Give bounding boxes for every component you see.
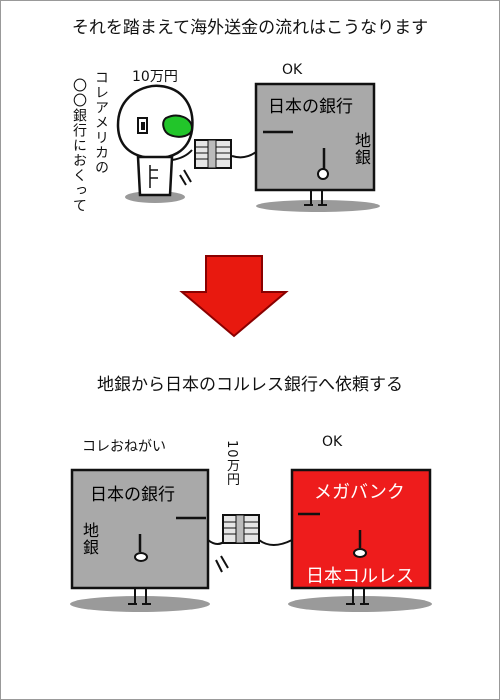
ok-note-2: OK [322, 434, 343, 450]
ok-note: OK [282, 62, 303, 78]
robot-character [116, 84, 194, 203]
local-bank-label-2: 地銀 [80, 522, 99, 556]
local-bank-label: 地銀 [352, 132, 371, 166]
money-stack-icon-2 [222, 514, 293, 546]
request-note: コレおねがい [82, 439, 166, 455]
down-arrow-icon [179, 255, 289, 338]
correspondent-label: 日本コルレス [306, 566, 414, 587]
japanese-bank-box-2 [70, 468, 229, 605]
megabank-label: メガバンク [314, 482, 405, 503]
panel2-caption: 地銀から日本のコルレス銀行へ依頼する [97, 375, 403, 395]
bank-label-2: 日本の銀行 [90, 485, 175, 505]
panel1-caption: それを踏まえて海外送金の流れはこうなります [71, 18, 429, 38]
amount-note: 10万円 [132, 69, 178, 85]
vertical-note-line1: コレアメリカの [93, 70, 109, 175]
megabank-box [290, 468, 432, 605]
japanese-bank-box [231, 82, 376, 206]
box-shadow [70, 596, 210, 612]
amount-note-2: 10万円 [224, 440, 239, 487]
money-stack-icon [194, 139, 232, 169]
vertical-note-line2: 〇〇銀行におくって [71, 78, 87, 213]
bank-label: 日本の銀行 [268, 97, 353, 117]
